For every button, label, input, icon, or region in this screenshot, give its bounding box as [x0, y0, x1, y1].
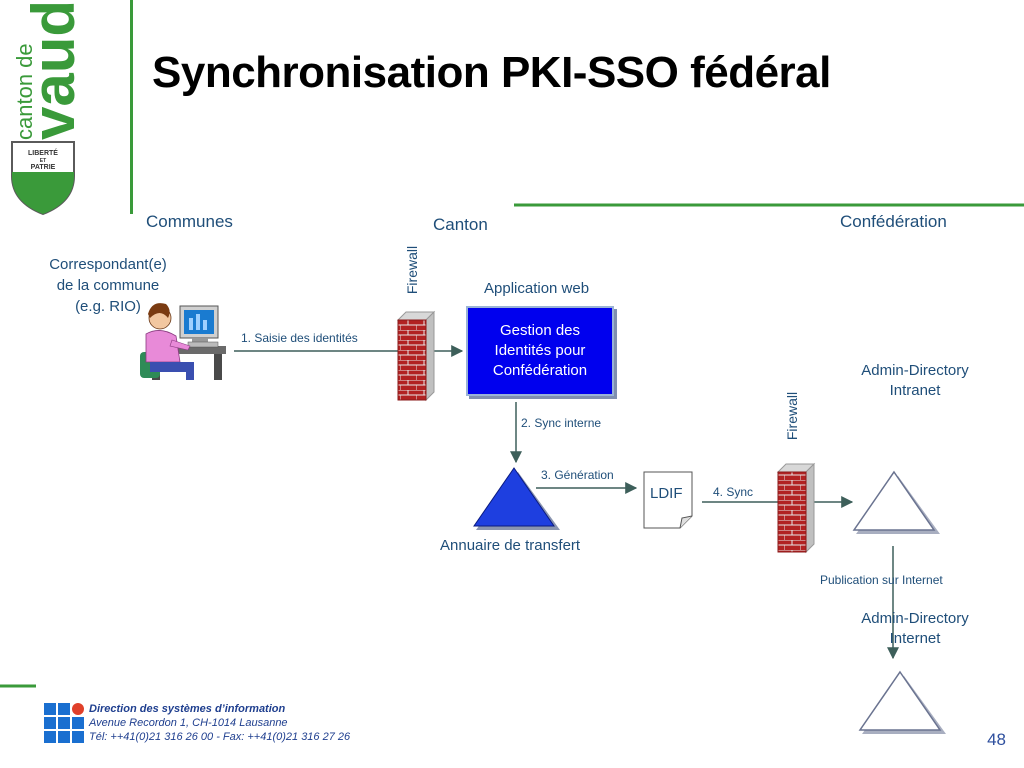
footer-org: Direction des systèmes d’information — [89, 703, 286, 715]
triangle-directory-icon — [852, 470, 940, 534]
person-at-computer-icon — [140, 303, 226, 380]
zone-label-communes: Communes — [146, 212, 233, 231]
footer-phone: Tél: ++41(0)21 316 26 00 - Fax: ++41(0)2… — [89, 731, 351, 743]
admin-intranet-line: Admin-Directory — [861, 362, 969, 379]
triangle-directory-icon — [858, 670, 946, 734]
correspondant-line: de la commune — [56, 277, 160, 294]
svg-text:LIBERTÉ: LIBERTÉ — [28, 148, 58, 157]
admin-internet-line: Internet — [889, 630, 941, 647]
correspondant-line: (e.g. RIO) — [75, 298, 141, 315]
arrow-label-generation: 3. Génération — [541, 468, 614, 482]
correspondant-label: Correspondant(e) de la commune (e.g. RIO… — [28, 254, 188, 317]
firewall-icon — [396, 310, 436, 402]
document-icon — [643, 471, 693, 529]
ldif-label: LDIF — [650, 485, 683, 502]
firewall-label: Firewall — [784, 391, 800, 441]
firewall-label: Firewall — [404, 245, 420, 295]
gestion-identites-box: Gestion des Identités pour Confédération — [466, 306, 614, 396]
zone-label-canton: Canton — [433, 215, 488, 234]
gestion-line: Gestion des — [499, 322, 581, 339]
canton-vaud-logo: canton de vaud LIBERTÉ ET PATRIE — [11, 0, 133, 216]
annuaire-label: Annuaire de transfert — [440, 537, 581, 554]
page-number: 48 — [987, 730, 1006, 749]
admin-intranet-line: Intranet — [889, 382, 941, 399]
svg-text:ET: ET — [40, 158, 46, 164]
admin-internet-line: Admin-Directory — [861, 610, 969, 627]
footer-address: Avenue Recordon 1, CH-1014 Lausanne — [89, 717, 288, 729]
triangle-directory-icon — [473, 467, 560, 530]
zone-label-confederation: Confédération — [840, 212, 947, 231]
svg-text:canton de: canton de — [12, 43, 37, 140]
svg-text:vaud: vaud — [20, 0, 87, 140]
arrow-label-sync: 4. Sync — [713, 485, 754, 499]
arrow-label-saisie: 1. Saisie des identités — [241, 331, 358, 345]
gestion-line: Identités pour — [494, 342, 586, 359]
correspondant-line: Correspondant(e) — [49, 256, 167, 273]
admin-internet-label: Admin-Directory Internet — [840, 609, 990, 649]
application-web-label: Application web — [484, 280, 590, 297]
firewall-icon — [776, 462, 816, 554]
arrow-label-sync-interne: 2. Sync interne — [521, 416, 602, 430]
arrow-label-publication: Publication sur Internet — [820, 573, 943, 587]
admin-intranet-label: Admin-Directory Intranet — [840, 361, 990, 401]
slide-title: Synchronisation PKI-SSO fédéral — [152, 48, 831, 97]
gestion-line: Confédération — [492, 362, 588, 379]
footer-squares-icon — [44, 703, 84, 743]
svg-text:PATRIE: PATRIE — [31, 164, 56, 171]
